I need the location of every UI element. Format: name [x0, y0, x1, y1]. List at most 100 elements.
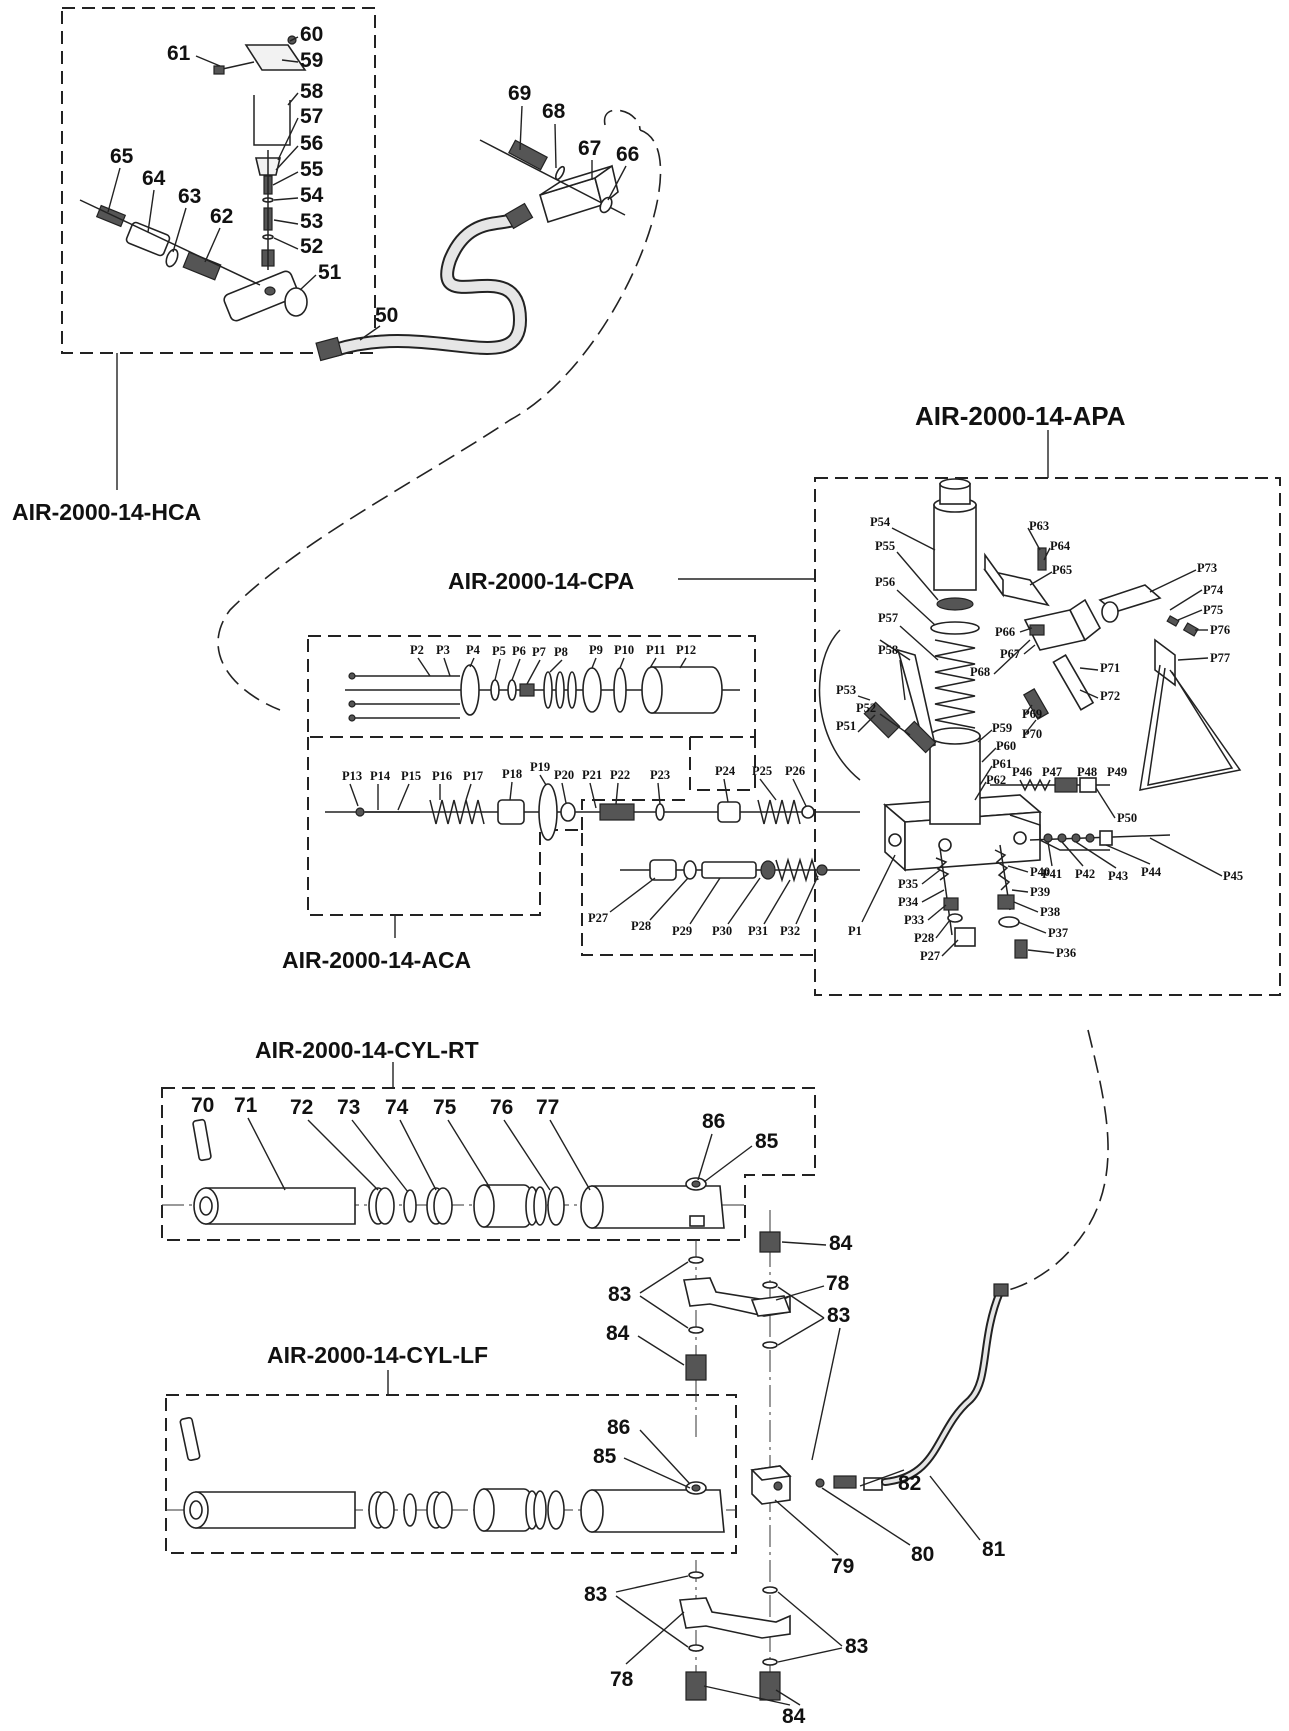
- label-54: 54: [300, 184, 324, 207]
- apa-title: AIR-2000-14-APA: [915, 401, 1126, 431]
- label-78b: 78: [610, 1668, 634, 1691]
- label-64: 64: [142, 167, 166, 190]
- label-p24: P24: [715, 764, 736, 778]
- label-84b: 84: [606, 1322, 630, 1345]
- label-p16: P16: [432, 769, 452, 783]
- label-82: 82: [898, 1472, 921, 1495]
- label-p59: P59: [992, 721, 1012, 735]
- label-p71: P71: [1100, 661, 1120, 675]
- label-62: 62: [210, 205, 233, 228]
- label-83d: 83: [845, 1635, 868, 1658]
- label-p2: P2: [410, 643, 424, 657]
- label-p28: P28: [914, 931, 934, 945]
- label-p13: P13: [342, 769, 362, 783]
- label-85b: 85: [593, 1445, 617, 1468]
- label-60: 60: [300, 23, 323, 46]
- aca-title: AIR-2000-14-ACA: [282, 947, 471, 973]
- label-p10: P10: [614, 643, 634, 657]
- label-p53: P53: [836, 683, 856, 697]
- label-83a: 83: [608, 1283, 631, 1306]
- label-56: 56: [300, 132, 323, 155]
- label-p61: P61: [992, 757, 1012, 771]
- label-59: 59: [300, 49, 323, 72]
- label-p17: P17: [463, 769, 483, 783]
- cyl-rt-assembly: AIR-2000-14-CYL-RT 70 71 72 73 74 75 76: [161, 1037, 816, 1241]
- label-p75: P75: [1203, 603, 1223, 617]
- label-52: 52: [300, 235, 323, 258]
- label-50: 50: [375, 304, 398, 327]
- label-p73: P73: [1197, 561, 1217, 575]
- label-p60: P60: [996, 739, 1016, 753]
- label-p19: P19: [530, 760, 550, 774]
- cyl-lf-title: AIR-2000-14-CYL-LF: [267, 1342, 488, 1368]
- label-p43: P43: [1108, 869, 1128, 883]
- label-p37: P37: [1048, 926, 1068, 940]
- label-58: 58: [300, 80, 324, 103]
- label-p9: P9: [589, 643, 603, 657]
- label-68: 68: [542, 100, 566, 123]
- label-p76: P76: [1210, 623, 1230, 637]
- label-63: 63: [178, 185, 201, 208]
- label-74: 74: [385, 1096, 409, 1119]
- label-p44: P44: [1141, 865, 1162, 879]
- apa-assembly: AIR-2000-14-APA: [814, 401, 1281, 996]
- hose-assembly: 69 68 67 66 50: [217, 82, 662, 711]
- label-p21: P21: [582, 768, 602, 782]
- label-75: 75: [433, 1096, 457, 1119]
- label-p11: P11: [646, 643, 665, 657]
- label-p66: P66: [995, 625, 1015, 639]
- label-86b: 86: [607, 1416, 630, 1439]
- label-p27: P27: [920, 949, 940, 963]
- cpa-assembly: AIR-2000-14-CPA P2 P3 P4 P5 P6 P7 P8 P9 …: [307, 568, 815, 738]
- label-84c: 84: [782, 1705, 806, 1728]
- label-p14: P14: [370, 769, 391, 783]
- label-p28: P28: [631, 919, 651, 933]
- label-p68: P68: [970, 665, 990, 679]
- label-p47: P47: [1042, 765, 1062, 779]
- label-p3: P3: [436, 643, 450, 657]
- label-p32: P32: [780, 924, 800, 938]
- label-67: 67: [578, 137, 601, 160]
- label-84a: 84: [829, 1232, 853, 1255]
- label-p39: P39: [1030, 885, 1050, 899]
- label-p6: P6: [512, 644, 526, 658]
- label-p56: P56: [875, 575, 895, 589]
- label-p58: P58: [878, 643, 898, 657]
- label-p15: P15: [401, 769, 421, 783]
- label-81: 81: [982, 1538, 1006, 1561]
- label-66: 66: [616, 143, 639, 166]
- label-p30: P30: [712, 924, 732, 938]
- label-p42: P42: [1075, 867, 1095, 881]
- label-p65: P65: [1052, 563, 1072, 577]
- label-53: 53: [300, 210, 323, 233]
- label-p50: P50: [1117, 811, 1137, 825]
- label-p63: P63: [1029, 519, 1049, 533]
- label-51: 51: [318, 261, 342, 284]
- aca-assembly: AIR-2000-14-ACA P13 P14 P15 P16 P17 P18 …: [282, 737, 860, 973]
- label-p48: P48: [1077, 765, 1097, 779]
- label-p77: P77: [1210, 651, 1230, 665]
- label-86: 86: [702, 1110, 725, 1133]
- label-85: 85: [755, 1130, 779, 1153]
- label-p12: P12: [676, 643, 696, 657]
- label-71: 71: [234, 1094, 258, 1117]
- label-78a: 78: [826, 1272, 850, 1295]
- label-p64: P64: [1050, 539, 1071, 553]
- hca-assembly: AIR-2000-14-HCA 60 59 61: [12, 7, 376, 525]
- label-p51: P51: [836, 719, 856, 733]
- label-p31: P31: [748, 924, 768, 938]
- label-p49: P49: [1107, 765, 1127, 779]
- label-72: 72: [290, 1096, 313, 1119]
- label-p1: P1: [848, 924, 862, 938]
- label-73: 73: [337, 1096, 360, 1119]
- label-p25: P25: [752, 764, 772, 778]
- cpa-title: AIR-2000-14-CPA: [448, 568, 634, 594]
- label-p4: P4: [466, 643, 481, 657]
- label-80: 80: [911, 1543, 934, 1566]
- label-p55: P55: [875, 539, 895, 553]
- label-p62: P62: [986, 773, 1006, 787]
- label-70: 70: [191, 1094, 214, 1117]
- label-p34: P34: [898, 895, 919, 909]
- label-p45: P45: [1223, 869, 1243, 883]
